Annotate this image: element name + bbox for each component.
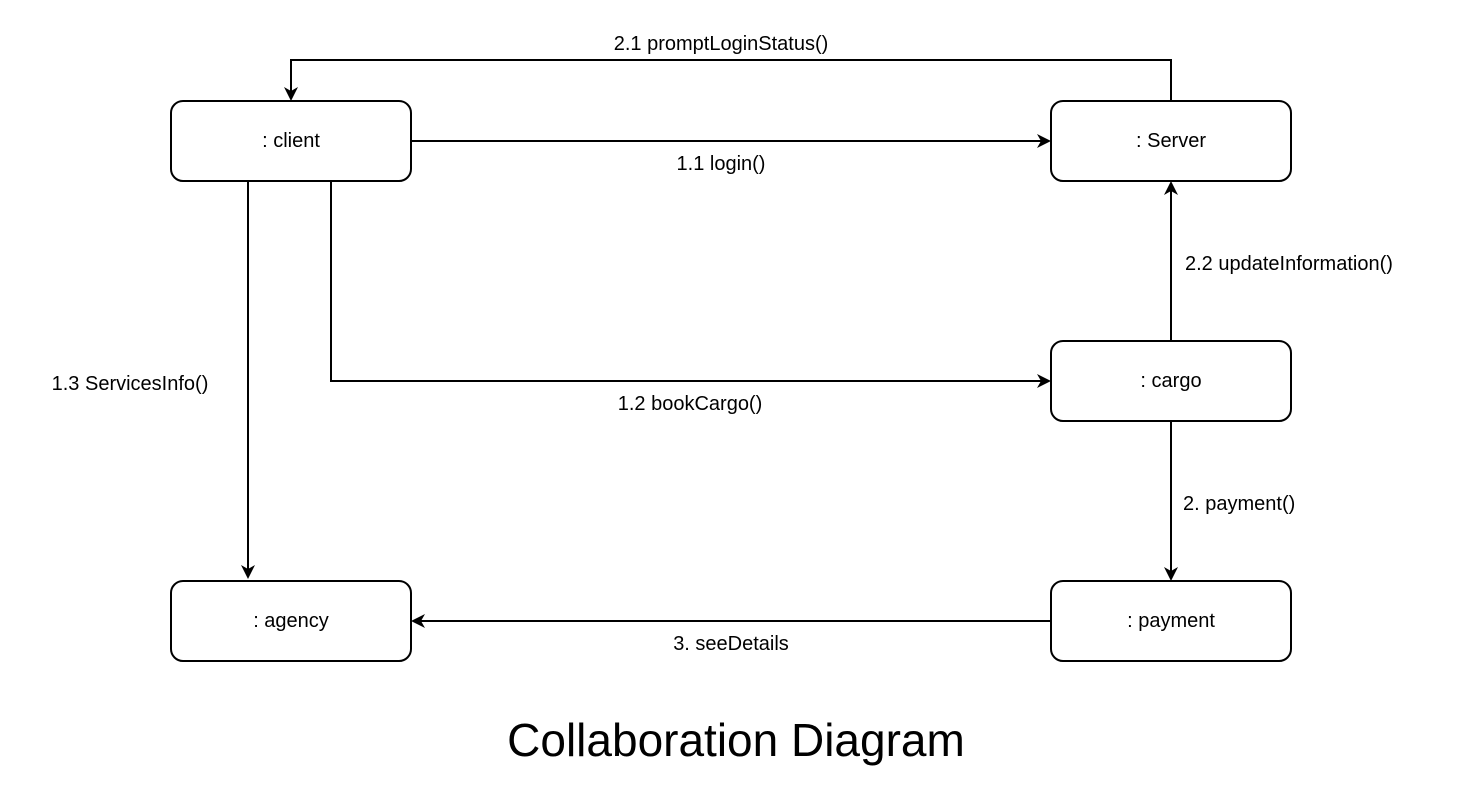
edge-label-services-info: 1.3 ServicesInfo(): [52, 373, 209, 395]
edge-label-update-information: 2.2 updateInformation(): [1185, 253, 1393, 275]
edge-label-book-cargo: 1.2 bookCargo(): [618, 393, 763, 415]
edge-services-info: 1.3 ServicesInfo(): [52, 181, 255, 579]
node-label-cargo: : cargo: [1140, 370, 1201, 392]
diagram-title: Collaboration Diagram: [507, 714, 965, 766]
node-payment: : payment: [1050, 580, 1292, 662]
edge-label-see-details: 3. seeDetails: [673, 633, 789, 655]
node-label-payment: : payment: [1127, 610, 1215, 632]
edge-see-details: 3. seeDetails: [411, 614, 1051, 655]
node-label-client: : client: [262, 130, 320, 152]
edge-book-cargo: 1.2 bookCargo(): [330, 181, 1051, 415]
edge-payment: 2. payment(): [1164, 421, 1295, 581]
node-agency: : agency: [170, 580, 412, 662]
node-server: : Server: [1050, 100, 1292, 182]
node-label-server: : Server: [1136, 130, 1206, 152]
node-cargo: : cargo: [1050, 340, 1292, 422]
node-client: : client: [170, 100, 412, 182]
edge-label-login: 1.1 login(): [677, 153, 766, 175]
edge-label-prompt-login-status: 2.1 promptLoginStatus(): [614, 33, 829, 55]
edge-update-information: 2.2 updateInformation(): [1164, 181, 1393, 341]
node-label-agency: : agency: [253, 610, 329, 632]
edge-prompt-login-status: 2.1 promptLoginStatus(): [284, 33, 1172, 101]
edge-login: 1.1 login(): [411, 134, 1051, 175]
edge-label-payment: 2. payment(): [1183, 493, 1295, 515]
